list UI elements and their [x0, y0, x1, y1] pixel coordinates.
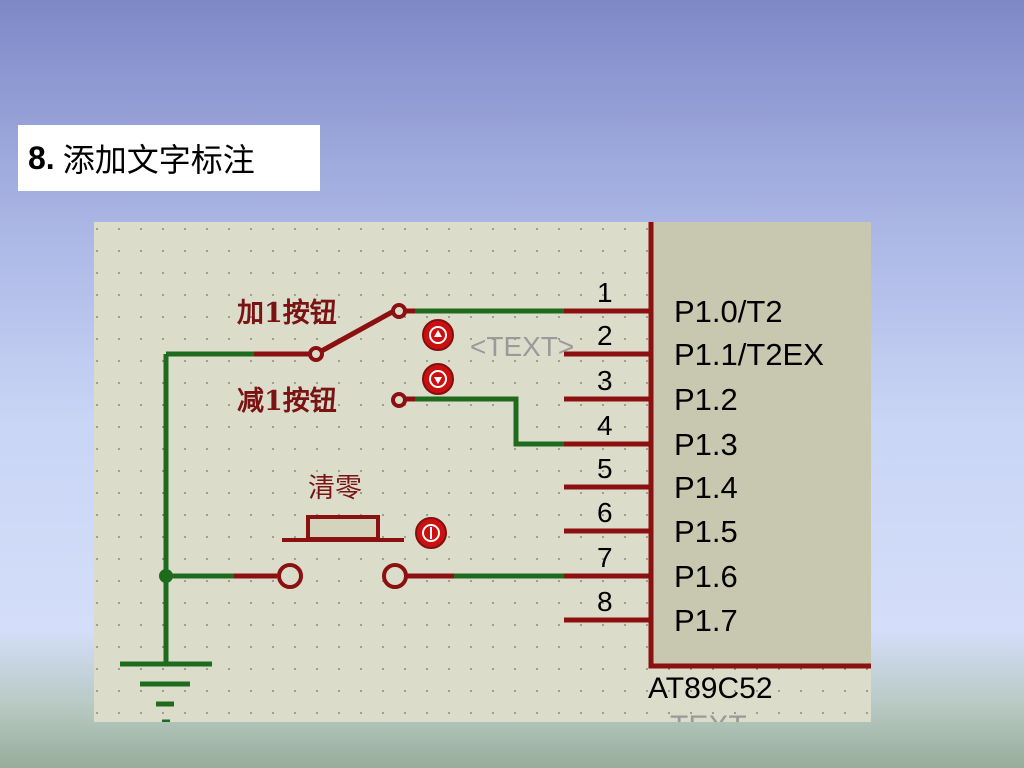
- probe-both-icon[interactable]: [415, 517, 447, 549]
- pin-name: P1.6: [674, 559, 738, 594]
- pin-name: P1.4: [674, 470, 738, 505]
- add-switch[interactable]: [254, 303, 415, 362]
- pin-3[interactable]: 3 P1.2: [564, 365, 738, 417]
- clear-pushbutton[interactable]: [234, 515, 454, 589]
- sub-button-label: 减1按钮: [237, 385, 337, 417]
- chip-text-label: TEXT: [670, 710, 747, 722]
- ground-icon: [120, 661, 212, 722]
- text-placeholder[interactable]: <TEXT>: [470, 331, 574, 362]
- pin-number: 6: [597, 497, 613, 528]
- pin-number: 2: [597, 320, 613, 351]
- add-button-label: 加1按钮: [237, 297, 337, 329]
- chip-body[interactable]: [648, 222, 871, 669]
- sub-switch[interactable]: [391, 392, 415, 408]
- pin-number: 5: [597, 453, 613, 484]
- pin-5[interactable]: 5 P1.4: [564, 453, 738, 505]
- slide-number: 8.: [28, 139, 55, 176]
- pin-number: 8: [597, 586, 613, 617]
- pin-name: P1.1/T2EX: [674, 337, 824, 372]
- slide-title-text: 添加文字标注: [62, 141, 255, 179]
- probe-up-icon[interactable]: [422, 319, 454, 351]
- slide-title: 8. 添加文字标注: [18, 125, 320, 191]
- pin-name: P1.5: [674, 514, 738, 549]
- wire-p13: [415, 396, 564, 447]
- pin-1[interactable]: 1 P1.0/T2: [564, 277, 783, 329]
- pin-number: 7: [597, 542, 613, 573]
- pin-7[interactable]: 7 P1.6: [564, 542, 738, 594]
- pin-number: 1: [597, 277, 613, 308]
- pin-8[interactable]: 8 P1.7: [564, 586, 738, 638]
- pin-name: P1.0/T2: [674, 294, 783, 329]
- pin-name: P1.7: [674, 603, 738, 638]
- probe-down-icon[interactable]: [422, 363, 454, 395]
- pin-number: 3: [597, 365, 613, 396]
- pin-name: P1.3: [674, 427, 738, 462]
- pin-2[interactable]: 2 P1.1/T2EX: [564, 320, 824, 372]
- schematic-svg: 1 P1.0/T2 2 P1.1/T2EX 3 P1.2 4 P1.3 5 P1…: [94, 222, 871, 722]
- chip-name-label: AT89C52: [648, 672, 773, 705]
- pin-number: 4: [597, 410, 613, 441]
- pin-name: P1.2: [674, 382, 738, 417]
- schematic-canvas[interactable]: 1 P1.0/T2 2 P1.1/T2EX 3 P1.2 4 P1.3 5 P1…: [94, 222, 871, 722]
- junction-dot: [159, 569, 173, 583]
- wires: [163, 308, 564, 662]
- clear-button-label: 清零: [308, 473, 362, 504]
- pin-6[interactable]: 6 P1.5: [564, 497, 738, 549]
- pin-4[interactable]: 4 P1.3: [564, 410, 738, 462]
